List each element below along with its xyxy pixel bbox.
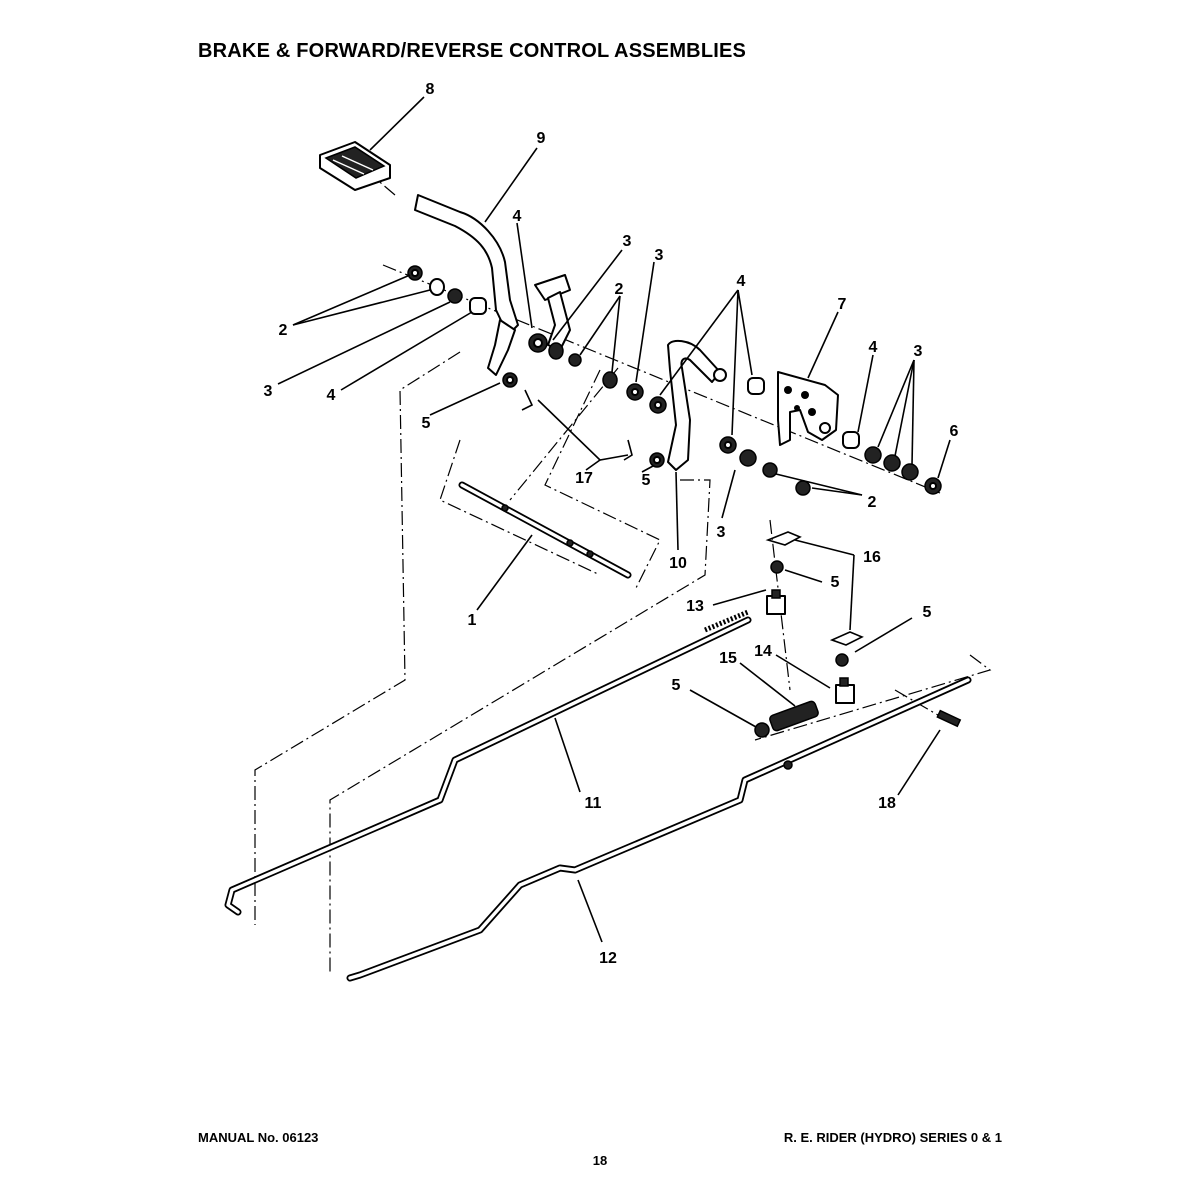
page-number: 18 xyxy=(592,1153,608,1168)
callout-17: 17 xyxy=(575,470,593,487)
callout-5: 5 xyxy=(642,472,651,489)
clevis-pin-part xyxy=(936,709,962,728)
callout-4: 4 xyxy=(869,339,878,356)
pedal-pad-part xyxy=(319,141,391,191)
hardware-stack xyxy=(407,265,942,496)
callout-5: 5 xyxy=(422,415,431,432)
callout-10: 10 xyxy=(669,555,687,572)
callout-3: 3 xyxy=(623,233,632,250)
callout-3: 3 xyxy=(264,383,273,400)
page-title: BRAKE & FORWARD/REVERSE CONTROL ASSEMBLI… xyxy=(198,40,747,62)
callout-9: 9 xyxy=(537,130,546,147)
callout-3: 3 xyxy=(655,247,664,264)
callout-5: 5 xyxy=(923,604,932,621)
forward-reverse-rod-part xyxy=(346,676,972,982)
callout-7: 7 xyxy=(838,296,847,313)
callout-16: 16 xyxy=(863,549,881,566)
callout-2: 2 xyxy=(615,281,624,298)
callout-15: 15 xyxy=(719,650,737,667)
forward-reverse-lever-part xyxy=(667,339,727,471)
callout-3: 3 xyxy=(717,524,726,541)
callout-14: 14 xyxy=(754,643,772,660)
manual-number: MANUAL No. 06123 xyxy=(198,1130,319,1145)
model-series: R. E. RIDER (HYDRO) SERIES 0 & 1 xyxy=(783,1130,1002,1145)
callout-8: 8 xyxy=(426,81,435,98)
callout-18: 18 xyxy=(878,795,896,812)
brake-rod-part xyxy=(224,609,752,916)
callout-4: 4 xyxy=(513,208,522,225)
mounting-bracket-part xyxy=(777,371,839,446)
callout-5: 5 xyxy=(672,677,681,694)
callout-5: 5 xyxy=(831,574,840,591)
spring-part xyxy=(754,700,819,738)
callout-2: 2 xyxy=(279,322,288,339)
callout-3: 3 xyxy=(914,343,923,360)
hairpin-clip-parts xyxy=(521,389,633,461)
cross-shaft-part xyxy=(458,481,632,579)
callout-4: 4 xyxy=(737,273,746,290)
callout-13: 13 xyxy=(686,598,704,615)
leader-lines xyxy=(277,96,951,943)
callouts: 8 9 4 3 3 2 4 7 4 3 2 3 4 5 6 17 5 2 3 1… xyxy=(264,81,959,967)
callout-2: 2 xyxy=(868,494,877,511)
brake-pedal-lever-part xyxy=(414,194,571,376)
rod-end-hardware xyxy=(765,531,864,667)
callout-1: 1 xyxy=(468,612,477,629)
callout-6: 6 xyxy=(950,423,959,440)
callout-12: 12 xyxy=(599,950,617,967)
trunnion-parts xyxy=(766,589,855,704)
callout-4: 4 xyxy=(327,387,336,404)
callout-11: 11 xyxy=(585,795,602,812)
